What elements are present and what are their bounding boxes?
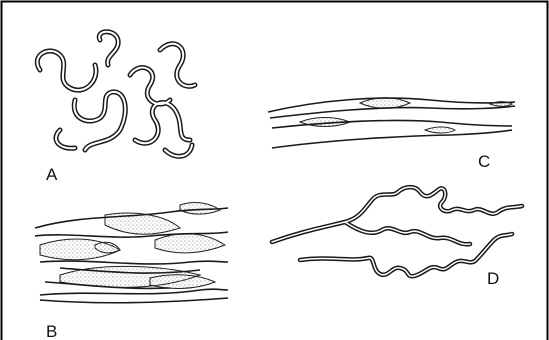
panel-c-drawing [268, 98, 515, 148]
panel-d-label: D [487, 269, 499, 288]
panel-d-drawing [272, 187, 522, 276]
panel-c-label: C [478, 152, 490, 171]
panel-a-drawing [37, 32, 195, 157]
panel-b-drawing [35, 203, 228, 303]
panel-a-label: A [46, 165, 58, 184]
panel-b-label: B [46, 322, 57, 340]
